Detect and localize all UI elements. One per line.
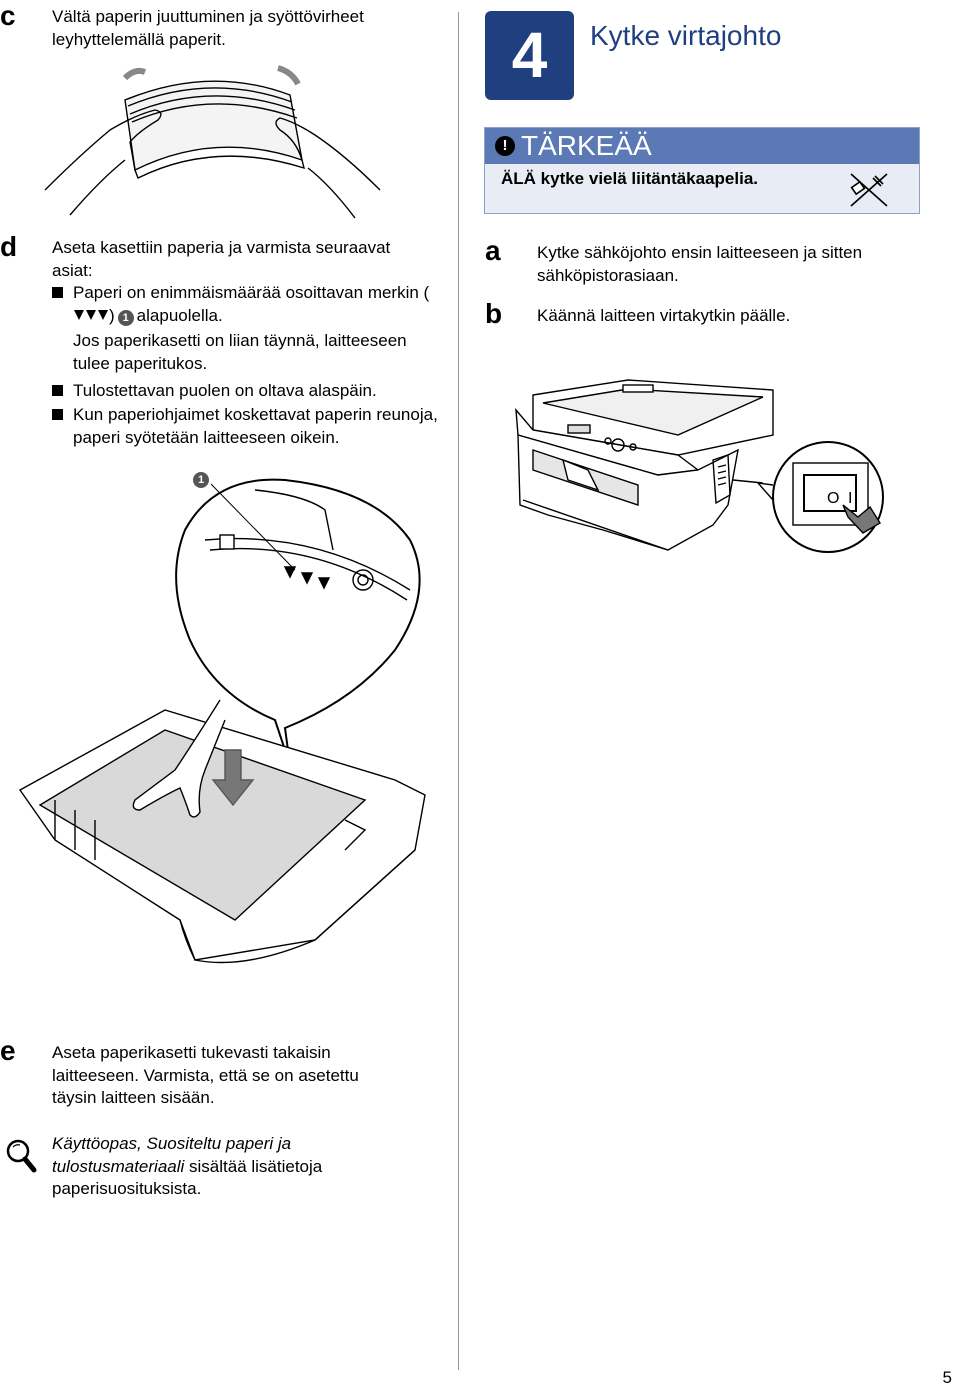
page-number: 5	[942, 1368, 952, 1387]
triangle-mark-icon	[98, 309, 108, 320]
magnifier-note-icon	[6, 1139, 37, 1173]
step-a-text: Kytke sähköjohto ensin laitteeseen ja si…	[537, 243, 863, 285]
note-italic-text: Käyttöopas, Suositeltu paperi ja tulostu…	[52, 1134, 292, 1176]
important-box: ! TÄRKEÄÄ ÄLÄ kytke vielä liitäntäkaapel…	[484, 127, 920, 214]
step-b-letter: b	[485, 298, 503, 329]
bullet-print-side: Tulostettavan puolen on oltava alaspäin.	[52, 380, 443, 403]
step-c-text: Vältä paperin juuttuminen ja syöttövirhe…	[52, 7, 364, 49]
step-d-letter: d	[0, 231, 18, 262]
bullet-print-side-text: Tulostettavan puolen on oltava alaspäin.	[73, 381, 377, 400]
important-heading: TÄRKEÄÄ	[521, 130, 652, 161]
bullet-paper-limit-pre: Paperi on enimmäismäärää osoittavan merk…	[73, 283, 430, 302]
triangle-mark-icon	[74, 309, 84, 320]
important-header: ! TÄRKEÄÄ	[485, 128, 919, 164]
switch-on-label: I	[848, 490, 853, 507]
step-number-box: 4	[485, 11, 574, 100]
important-text: ÄLÄ kytke vielä liitäntäkaapelia.	[501, 169, 759, 188]
step-a-letter: a	[485, 235, 501, 266]
note-rest-text: sisältää lisätietoja paperisuosituksista…	[52, 1156, 323, 1199]
step-b-text: Käännä laitteen virtakytkin päälle.	[537, 306, 791, 325]
step-d-intro: Aseta kasettiin paperia ja varmista seur…	[52, 238, 391, 280]
bullet-paper-limit-post: alapuolella.	[136, 305, 223, 325]
switch-off-label: O	[827, 490, 840, 507]
bullet-paper-guides-text: Kun paperiohjaimet koskettavat paperin r…	[73, 405, 438, 447]
no-cable-icon	[850, 173, 888, 207]
step-e-text: Aseta paperikasetti tukevasti takaisin l…	[52, 1043, 359, 1107]
step-e-letter: e	[0, 1035, 16, 1066]
bullet-paper-limit: Paperi on enimmäismäärää osoittavan merk…	[52, 282, 433, 327]
warning-icon: !	[495, 136, 515, 156]
bullet-square	[52, 385, 63, 396]
fanning-paper-illustration	[44, 65, 381, 219]
bullet-square	[52, 287, 63, 298]
step-c-letter: c	[0, 0, 16, 31]
step-title: Kytke virtajohto	[590, 20, 782, 51]
callout-number-icon: 1	[117, 309, 134, 326]
bullet-paper-limit-note: Jos paperikasetti on liian täynnä, laitt…	[73, 331, 407, 373]
paper-tray-illustration	[18, 478, 426, 964]
column-divider	[458, 12, 459, 1370]
tray-callout-number: 1	[193, 472, 209, 488]
printer-power-illustration	[515, 379, 884, 553]
bullet-square	[52, 409, 63, 420]
bullet-paper-guides: Kun paperiohjaimet koskettavat paperin r…	[52, 404, 443, 449]
note-text: Käyttöopas, Suositeltu paperi ja tulostu…	[52, 1133, 382, 1201]
triangle-mark-icon	[86, 309, 96, 320]
